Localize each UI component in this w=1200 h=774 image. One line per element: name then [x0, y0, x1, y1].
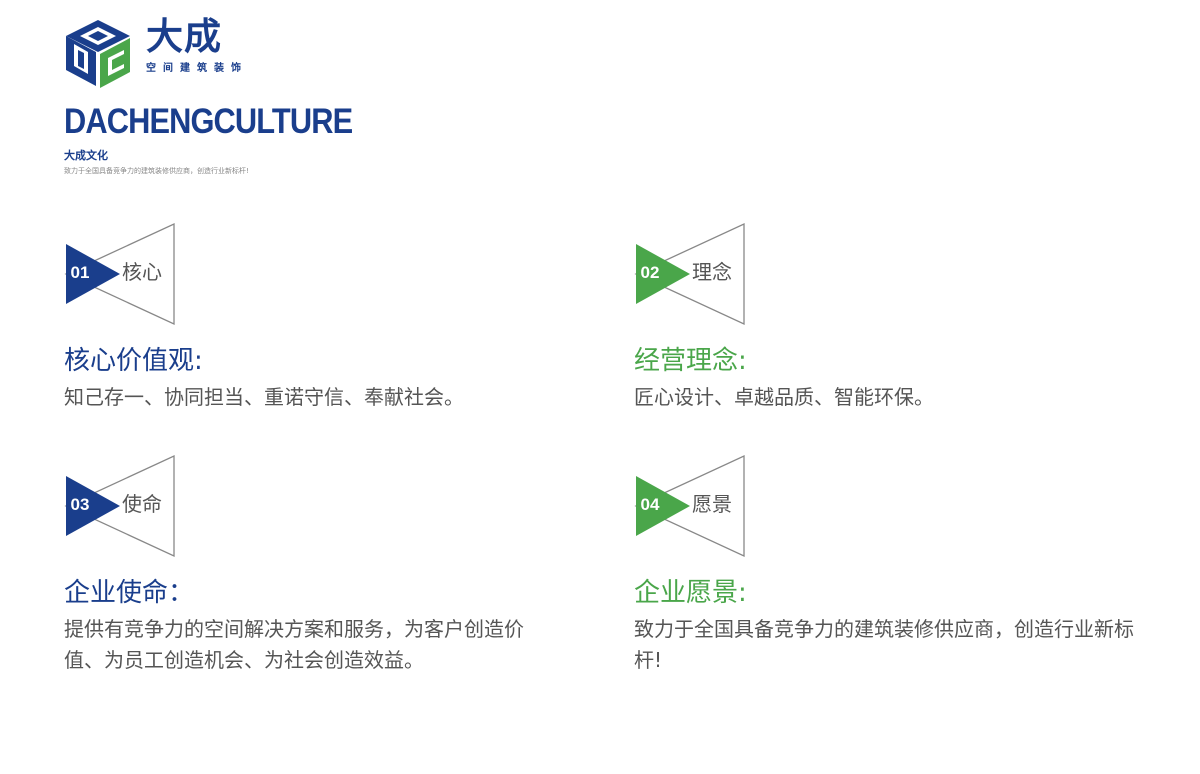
company-name: 大成文化 — [64, 149, 108, 162]
company-slogan: 致力于全国具备竞争力的建筑装修供应商，创造行业新标杆! — [64, 167, 249, 175]
bowtie-triangle-icon — [634, 222, 745, 326]
card-heading: 企业使命： — [64, 578, 195, 608]
card-heading: 核心价值观: — [64, 346, 203, 376]
company-logo — [64, 12, 234, 90]
brand-name-en: DACHENGCULTURE — [64, 102, 353, 141]
badge-number: 02 — [640, 263, 660, 282]
badge-label: 核心 — [122, 260, 162, 284]
brand-tagline: 空间建筑装饰 — [146, 63, 248, 74]
card-description: 匠心设计、卓越品质、智能环保。 — [634, 385, 934, 409]
bowtie-triangle-icon — [64, 454, 175, 558]
badge-label: 愿景 — [692, 492, 732, 516]
number-badge: 03 使命 — [64, 454, 176, 558]
card-description: 提供有竞争力的空间解决方案和服务，为客户创造价值、为员工创造机会、为社会创造效益… — [64, 617, 524, 672]
card-description: 知己存一、协同担当、重诺守信、奉献社会。 — [64, 385, 464, 409]
badge-number: 04 — [640, 495, 660, 514]
badge-label: 理念 — [692, 260, 732, 284]
badge-label: 使命 — [122, 492, 162, 516]
number-badge: 02 理念 — [634, 222, 746, 326]
cube-logo-icon — [66, 20, 130, 88]
badge-number: 03 — [70, 495, 90, 514]
bowtie-triangle-icon — [64, 222, 175, 326]
card-heading: 企业愿景: — [634, 578, 747, 608]
card-heading: 经营理念: — [634, 346, 747, 376]
bowtie-triangle-icon — [634, 454, 745, 558]
number-badge: 01 核心 — [64, 222, 176, 326]
badge-number: 01 — [70, 263, 90, 282]
number-badge: 04 愿景 — [634, 454, 746, 558]
card-description: 致力于全国具备竞争力的建筑装修供应商，创造行业新标杆! — [634, 617, 1134, 672]
brand-name-cn: 大成 — [146, 15, 222, 58]
